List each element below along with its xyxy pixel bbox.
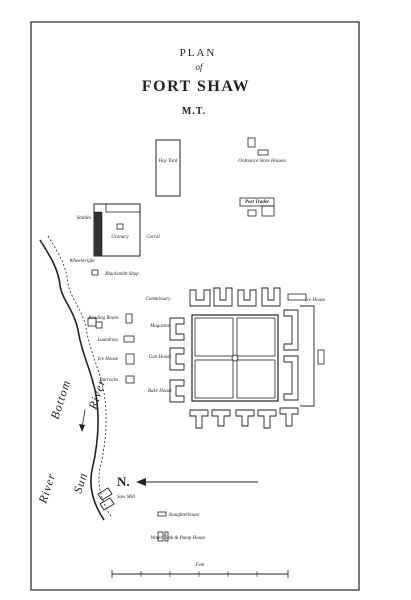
north-row-buildings [189, 287, 307, 307]
post-trader-building [239, 197, 275, 217]
magazine-label: Magazine [149, 324, 171, 329]
post-trader-label: Post Trader [245, 200, 269, 205]
hay-yard-label: Hay Yard [158, 159, 178, 164]
commissary-label: Commissary [145, 297, 171, 302]
parade-ground [191, 314, 279, 402]
river-flow-arrowhead [79, 424, 85, 432]
slaughterhouse [157, 511, 167, 517]
title-mt: M.T. [182, 106, 206, 117]
ordnance-store-label: Ordnance Store Houses [238, 159, 285, 164]
scale-label: Feet [195, 563, 205, 568]
barracks-label: Barracks [100, 378, 118, 383]
stables-label: Stables [77, 216, 91, 221]
title-of: of [195, 62, 204, 72]
east-column-buildings [283, 305, 325, 407]
bottom-label: Bottom [48, 378, 74, 421]
slaughterhouse-label: Slaughterhouse [168, 513, 200, 518]
ordnance-store-houses [247, 137, 269, 156]
river-label-1: River [35, 471, 58, 506]
river-bank-east [47, 235, 113, 519]
north-arrow-head [136, 478, 146, 486]
blacksmith-shop [91, 269, 99, 276]
blacksmith-shop-label: Blacksmith Shop [105, 272, 139, 277]
map-border [30, 21, 360, 591]
gun-house-label: Gun House [149, 355, 172, 360]
title-plan: PLAN [180, 47, 217, 59]
stables-complex [93, 203, 141, 257]
sun-label: Sun [71, 471, 91, 495]
saw-mill-label: Saw Mill [117, 495, 136, 500]
hay-yard [155, 139, 181, 197]
saw-mill [97, 487, 115, 511]
north-arrow [136, 478, 258, 486]
west-outbuildings [87, 313, 135, 384]
bake-house-label: Bake House [148, 389, 173, 394]
west-column-buildings [169, 317, 185, 403]
water-tank [157, 531, 169, 542]
laundress-label: Laundress [96, 338, 118, 343]
north-label: N. [117, 474, 130, 489]
wheelwright-label: Wheelwright [69, 259, 95, 264]
river-bank-west [39, 239, 105, 521]
sun-river [39, 235, 113, 521]
corral-label: Corral [146, 235, 160, 240]
scale-bar [111, 570, 289, 578]
south-row-buildings [189, 407, 299, 429]
granary-label: Granary [111, 235, 129, 240]
ice-house-2-label: Ice House [304, 298, 326, 303]
water-tank-label: Water Tank & Pump House [151, 536, 206, 541]
reading-room-label: Reading Room [87, 316, 118, 321]
title-fort-shaw: FORT SHAW [142, 78, 250, 95]
ice-house-label: Ice House [97, 357, 119, 362]
